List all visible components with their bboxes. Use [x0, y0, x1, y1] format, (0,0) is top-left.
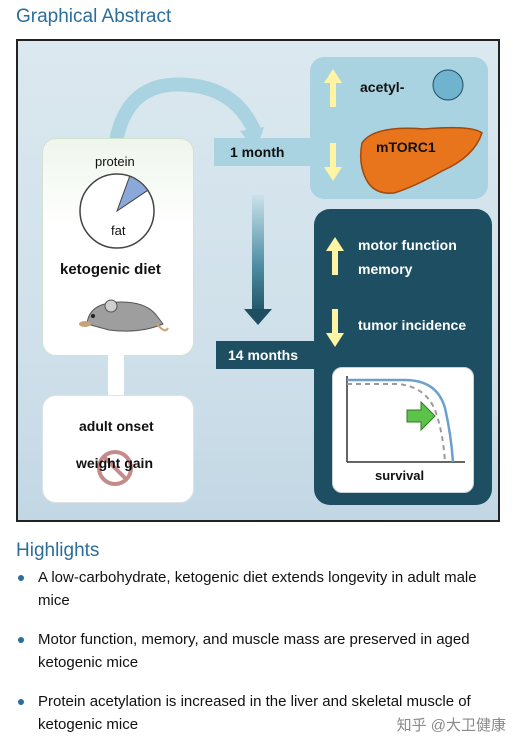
survival-label: survival: [375, 468, 425, 483]
short-term-effects-box: acetyl- mTORC1: [310, 57, 488, 199]
adult-onset-label: adult onset: [79, 418, 154, 434]
survival-plot-box: survival: [332, 367, 474, 493]
no-sign-icon: [97, 450, 133, 486]
timeline-bar: [252, 195, 264, 317]
ketogenic-diet-box: protein fat ketogenic diet: [42, 138, 194, 356]
macronutrient-pie-chart: [79, 173, 155, 249]
up-arrow-icon: [324, 69, 342, 107]
highlights-heading: Highlights: [16, 540, 100, 561]
watermark: 知乎 @大卫健康: [396, 717, 506, 734]
highlights-list: A low-carbohydrate, ketogenic diet exten…: [16, 566, 506, 749]
down-arrow-icon: [324, 143, 342, 181]
motor-function-label: motor function: [358, 237, 457, 253]
graphical-abstract-title: Graphical Abstract: [16, 6, 172, 27]
mtorc1-label: mTORC1: [376, 139, 436, 155]
tumor-incidence-label: tumor incidence: [358, 317, 467, 333]
graphical-abstract-panel: protein fat ketogenic diet adult onset w…: [16, 39, 500, 522]
mouse-icon: [79, 299, 169, 332]
protein-label: protein: [95, 154, 135, 169]
survival-curve-plot: [346, 376, 465, 463]
fourteen-months-label: 14 months: [228, 347, 299, 363]
adult-onset-box: adult onset weight gain: [42, 395, 194, 503]
timeline-arrowhead-icon: [244, 309, 272, 325]
memory-label: memory: [358, 261, 413, 277]
highlight-item: A low-carbohydrate, ketogenic diet exten…: [16, 566, 506, 612]
up-arrow-icon: [326, 237, 344, 275]
acetyl-label: acetyl-: [360, 79, 405, 95]
one-month-label: 1 month: [230, 144, 285, 160]
right-arrow-icon: [406, 400, 436, 432]
diet-name: ketogenic diet: [60, 261, 161, 278]
acetyl-ball-icon: [432, 69, 464, 101]
highlight-item: Protein acetylation is increased in the …: [16, 690, 506, 736]
one-month-tag: 1 month: [214, 138, 314, 166]
down-arrow-icon: [326, 309, 344, 347]
liver-icon: [359, 126, 483, 194]
highlight-item: Motor function, memory, and muscle mass …: [16, 628, 506, 674]
pie-protein-slice: [116, 175, 149, 213]
fat-label: fat: [111, 223, 126, 238]
weight-gain-label: weight gain: [76, 455, 153, 471]
fourteen-months-tag: 14 months: [216, 341, 316, 369]
diet-onset-connector: [108, 353, 124, 405]
